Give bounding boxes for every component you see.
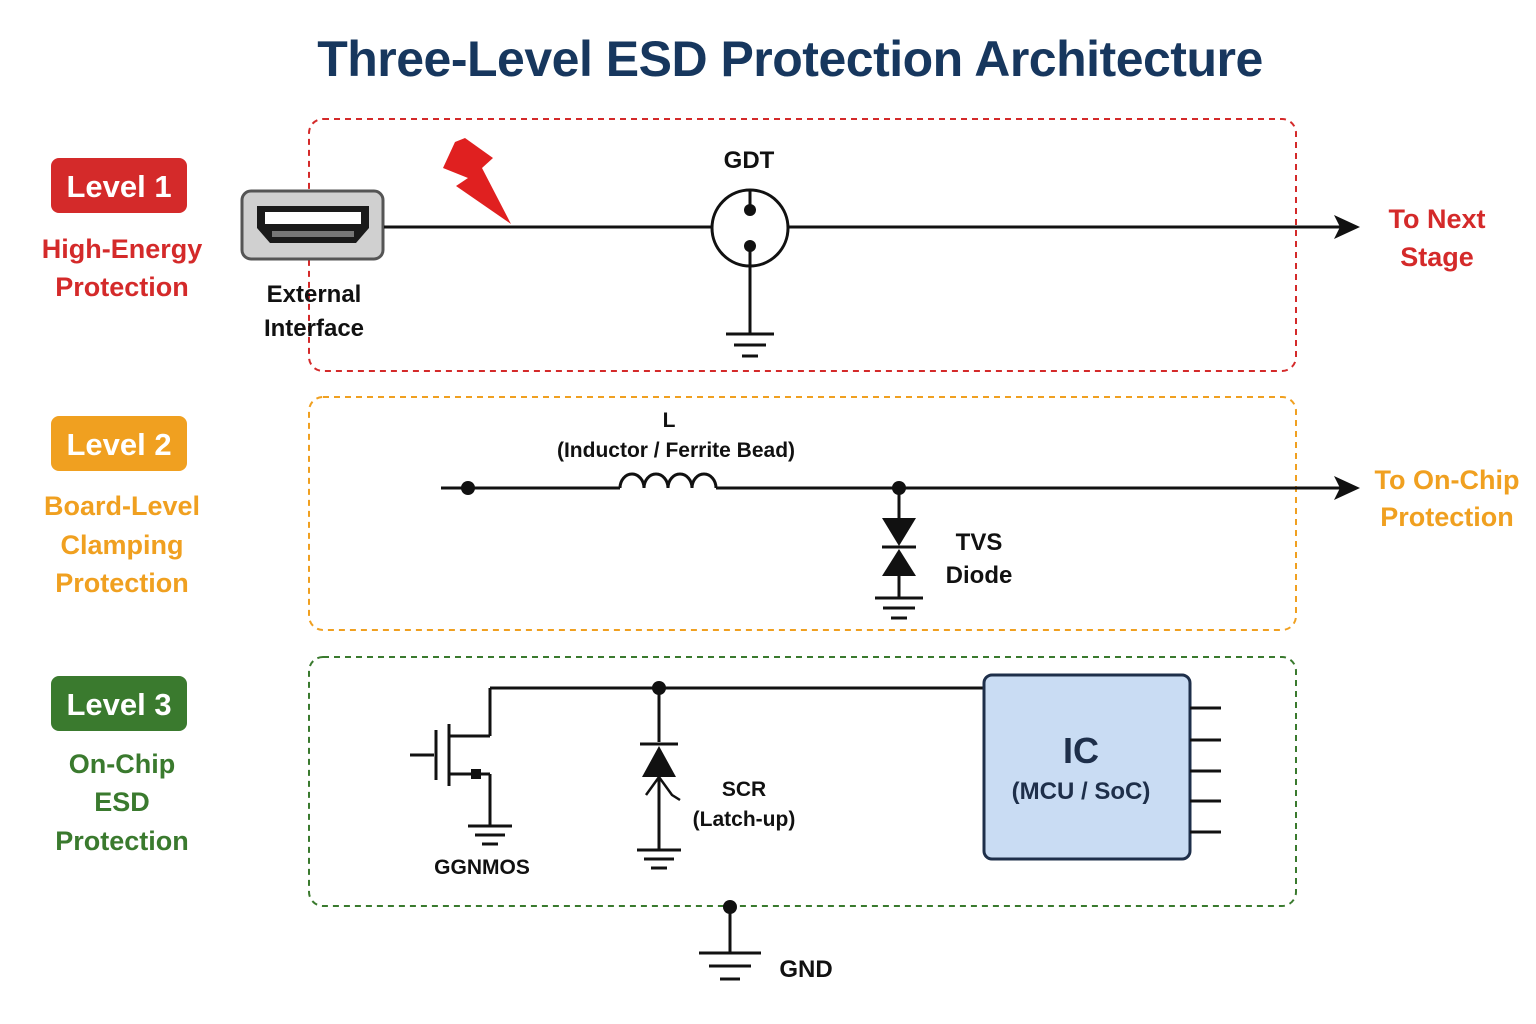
level-1-badge-label: Level 1 (66, 169, 171, 204)
level-2-frame (308, 396, 1297, 631)
hdmi-port-icon (240, 189, 385, 261)
lightning-bolt-icon (443, 138, 511, 224)
tvs-label-line-1: TVS (956, 529, 1003, 556)
inductor-sublabel: (Inductor / Ferrite Bead) (557, 439, 795, 462)
inductor-coil-symbol (618, 472, 718, 489)
level-3-badge-label: Level 3 (66, 687, 171, 722)
level-1-description-line-1: High-Energy (42, 234, 203, 264)
input-node-dot (461, 481, 475, 495)
inductor-label: L (663, 409, 676, 432)
level-1-section: Level 1 High-Energy Protection External … (42, 118, 1486, 372)
level-2-description-line-3: Protection (55, 568, 189, 598)
ground-icon (726, 332, 774, 358)
connector-label-line-2: Interface (264, 315, 364, 342)
tvs-label-line-2: Diode (946, 562, 1013, 589)
ggnmos-transistor-symbol (410, 688, 492, 826)
level-1-badge (51, 158, 187, 213)
level-2-badge-label: Level 2 (66, 427, 171, 462)
scr-label-line-2: (Latch-up) (693, 808, 796, 831)
ggnmos-label: GGNMOS (434, 856, 530, 879)
level-1-output-line-1: To Next (1388, 204, 1485, 234)
level-3-section: Level 3 On-Chip ESD Protection GGNMOS (51, 656, 1297, 907)
level-3-description-line-3: Protection (55, 826, 189, 856)
gdt-label: GDT (724, 147, 775, 174)
level-3-description-line-2: ESD (94, 787, 150, 817)
level-2-output-line-2: Protection (1380, 502, 1514, 532)
level-3-description-line-1: On-Chip (69, 749, 175, 779)
gdt-symbol (710, 188, 790, 268)
level-1-output-line-2: Stage (1400, 242, 1474, 272)
scr-thyristor-symbol (640, 742, 681, 802)
level-2-section: Level 2 Board-Level Clamping Protection … (44, 396, 1520, 631)
ground-icon (699, 951, 761, 981)
level-2-output-line-1: To On-Chip (1375, 465, 1520, 495)
ic-body (982, 673, 1192, 861)
ic-subtitle: (MCU / SoC) (1012, 778, 1151, 805)
ground-icon (637, 848, 681, 870)
ground-icon (875, 596, 923, 620)
level-2-badge (51, 416, 187, 471)
level-1-frame (308, 118, 1297, 372)
system-ground: GND (699, 900, 833, 983)
scr-label-line-1: SCR (722, 778, 766, 801)
ic-chip: IC (MCU / SoC) (982, 673, 1221, 861)
gnd-label: GND (779, 956, 832, 983)
level-3-badge (51, 676, 187, 731)
arrow-right-icon (1334, 215, 1360, 239)
level-2-description-line-2: Clamping (60, 530, 183, 560)
arrow-right-icon (1334, 476, 1360, 500)
page-title: Three-Level ESD Protection Architecture (317, 31, 1263, 87)
tvs-diode-symbol (882, 518, 916, 576)
connector-label-line-1: External (267, 281, 362, 308)
level-3-frame (308, 656, 1297, 907)
ground-icon (468, 824, 512, 846)
ic-title: IC (1063, 730, 1099, 771)
level-2-description-line-1: Board-Level (44, 491, 200, 521)
level-1-description-line-2: Protection (55, 272, 189, 302)
